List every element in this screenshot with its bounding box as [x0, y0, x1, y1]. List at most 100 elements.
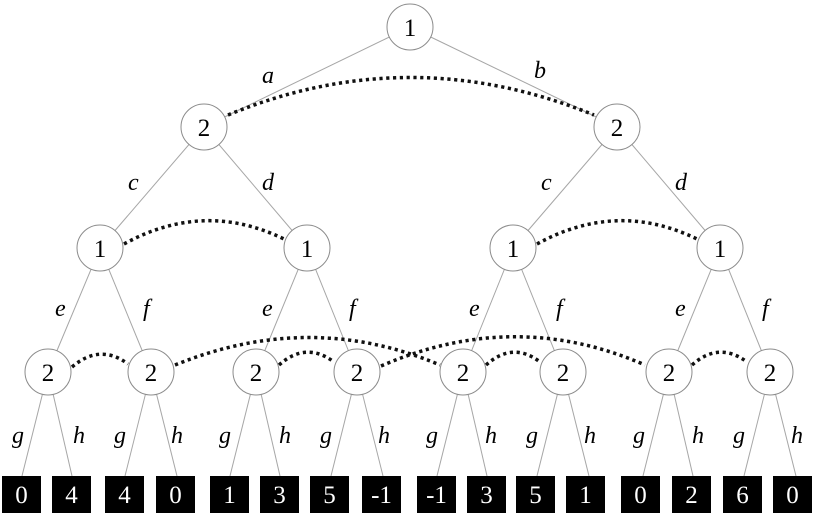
- leaf-value: 4: [118, 482, 131, 509]
- leaf-value: 5: [529, 482, 542, 509]
- edge-d-left: [203, 126, 308, 249]
- leaf-value: 1: [579, 482, 592, 509]
- info-set-level4-long-2: [380, 335, 646, 368]
- level4-node-4: 2: [333, 348, 381, 396]
- info-set-level4-long-1: [174, 335, 441, 367]
- leaf-12: 1: [566, 476, 605, 513]
- tree-edges: [21, 26, 797, 477]
- edge-label-g: g: [12, 423, 24, 449]
- level3-node-3: 1: [489, 224, 537, 272]
- leaf-value: 3: [480, 482, 493, 509]
- leaf-13: 0: [621, 476, 660, 513]
- level4-node-7: 2: [645, 348, 693, 396]
- node-label: 2: [351, 360, 364, 387]
- leaf-value: -1: [371, 482, 392, 509]
- level3-node-4: 1: [696, 224, 744, 272]
- edge-label-f: f: [143, 296, 153, 322]
- edge-label-b: b: [534, 58, 546, 84]
- leaf-8: -1: [362, 476, 401, 513]
- leaf-7: 5: [310, 476, 349, 513]
- information-sets: [70, 75, 749, 369]
- edge-label-c: c: [128, 170, 139, 196]
- leaf-value: -1: [426, 482, 447, 509]
- edge-label-g: g: [219, 423, 231, 449]
- edge-labels: a b c d c d e f e f e f e f g h g h g h …: [12, 58, 803, 449]
- root-node: 1: [386, 3, 434, 51]
- level2-node-left: 2: [180, 103, 228, 151]
- leaf-14: 2: [672, 476, 711, 513]
- level4-node-2: 2: [127, 348, 175, 396]
- leaf-10: 3: [467, 476, 506, 513]
- terminal-payoffs: 0 4 4 0 1 3 5 -1 -1 3 5 1 0 2 6 0: [2, 476, 812, 513]
- level2-node-right: 2: [593, 103, 641, 151]
- edge-c-left: [99, 126, 205, 249]
- info-set-level3-left: [123, 219, 285, 246]
- edge-label-d: d: [262, 170, 275, 196]
- leaf-11: 5: [516, 476, 555, 513]
- leaf-15: 6: [723, 476, 762, 513]
- edge-label-e: e: [55, 296, 66, 322]
- level3-node-2: 1: [283, 224, 331, 272]
- leaf-9: -1: [417, 476, 456, 513]
- edge-label-h: h: [73, 423, 85, 449]
- node-label: 2: [764, 360, 777, 387]
- edge-label-h: h: [791, 423, 803, 449]
- edge-a: [203, 26, 411, 128]
- leaf-1: 0: [2, 476, 41, 513]
- leaf-value: 0: [634, 482, 647, 509]
- edge-label-d: d: [675, 170, 688, 196]
- info-set-level4-pair-2: [277, 350, 336, 367]
- level4-node-5: 2: [439, 348, 487, 396]
- node-label: 1: [94, 236, 107, 263]
- leaf-value: 3: [273, 482, 286, 509]
- edge-label-e: e: [262, 296, 273, 322]
- edge-label-c: c: [541, 170, 552, 196]
- node-label: 2: [42, 360, 55, 387]
- edge-label-g: g: [526, 423, 538, 449]
- leaf-value: 0: [786, 482, 799, 509]
- node-label: 2: [250, 360, 263, 387]
- edge-label-e: e: [675, 296, 686, 322]
- edge-label-f: f: [349, 296, 359, 322]
- edge-b: [409, 26, 618, 128]
- edge-label-h: h: [485, 423, 497, 449]
- leaf-2: 4: [52, 476, 91, 513]
- edge-label-g: g: [633, 423, 645, 449]
- node-label: 2: [557, 360, 570, 387]
- root-node-label: 1: [404, 15, 417, 42]
- edge-label-h: h: [378, 423, 390, 449]
- leaf-value: 2: [685, 482, 698, 509]
- leaf-value: 1: [223, 482, 236, 509]
- level3-node-1: 1: [76, 224, 124, 272]
- info-set-level4-pair-1: [70, 352, 130, 369]
- leaf-value: 0: [15, 482, 28, 509]
- leaf-value: 0: [169, 482, 182, 509]
- edge-label-g: g: [114, 423, 126, 449]
- info-set-level4-pair-3: [484, 350, 542, 367]
- info-set-level4-pair-4: [690, 350, 749, 367]
- leaf-value: 4: [65, 482, 78, 509]
- edge-label-h: h: [584, 423, 596, 449]
- leaf-4: 0: [156, 476, 195, 513]
- edge-label-e: e: [469, 296, 480, 322]
- edge-label-f: f: [762, 296, 772, 322]
- node-label: 1: [301, 236, 314, 263]
- node-label: 2: [457, 360, 470, 387]
- leaf-3: 4: [105, 476, 144, 513]
- edge-label-h: h: [692, 423, 704, 449]
- node-label: 2: [611, 115, 624, 142]
- edge-d-right: [616, 126, 721, 249]
- node-label: 2: [145, 360, 158, 387]
- level4-node-1: 2: [24, 348, 72, 396]
- edge-label-h: h: [171, 423, 183, 449]
- node-label: 1: [714, 236, 727, 263]
- info-set-level3-right: [536, 219, 698, 246]
- node-label: 2: [198, 115, 211, 142]
- leaf-value: 6: [736, 482, 749, 509]
- leaf-5: 1: [210, 476, 249, 513]
- edge-label-g: g: [733, 423, 745, 449]
- leaf-16: 0: [773, 476, 812, 513]
- level4-node-6: 2: [539, 348, 587, 396]
- leaf-value: 5: [323, 482, 336, 509]
- decision-nodes: 1 2 2 1 1 1 1 2: [24, 3, 794, 396]
